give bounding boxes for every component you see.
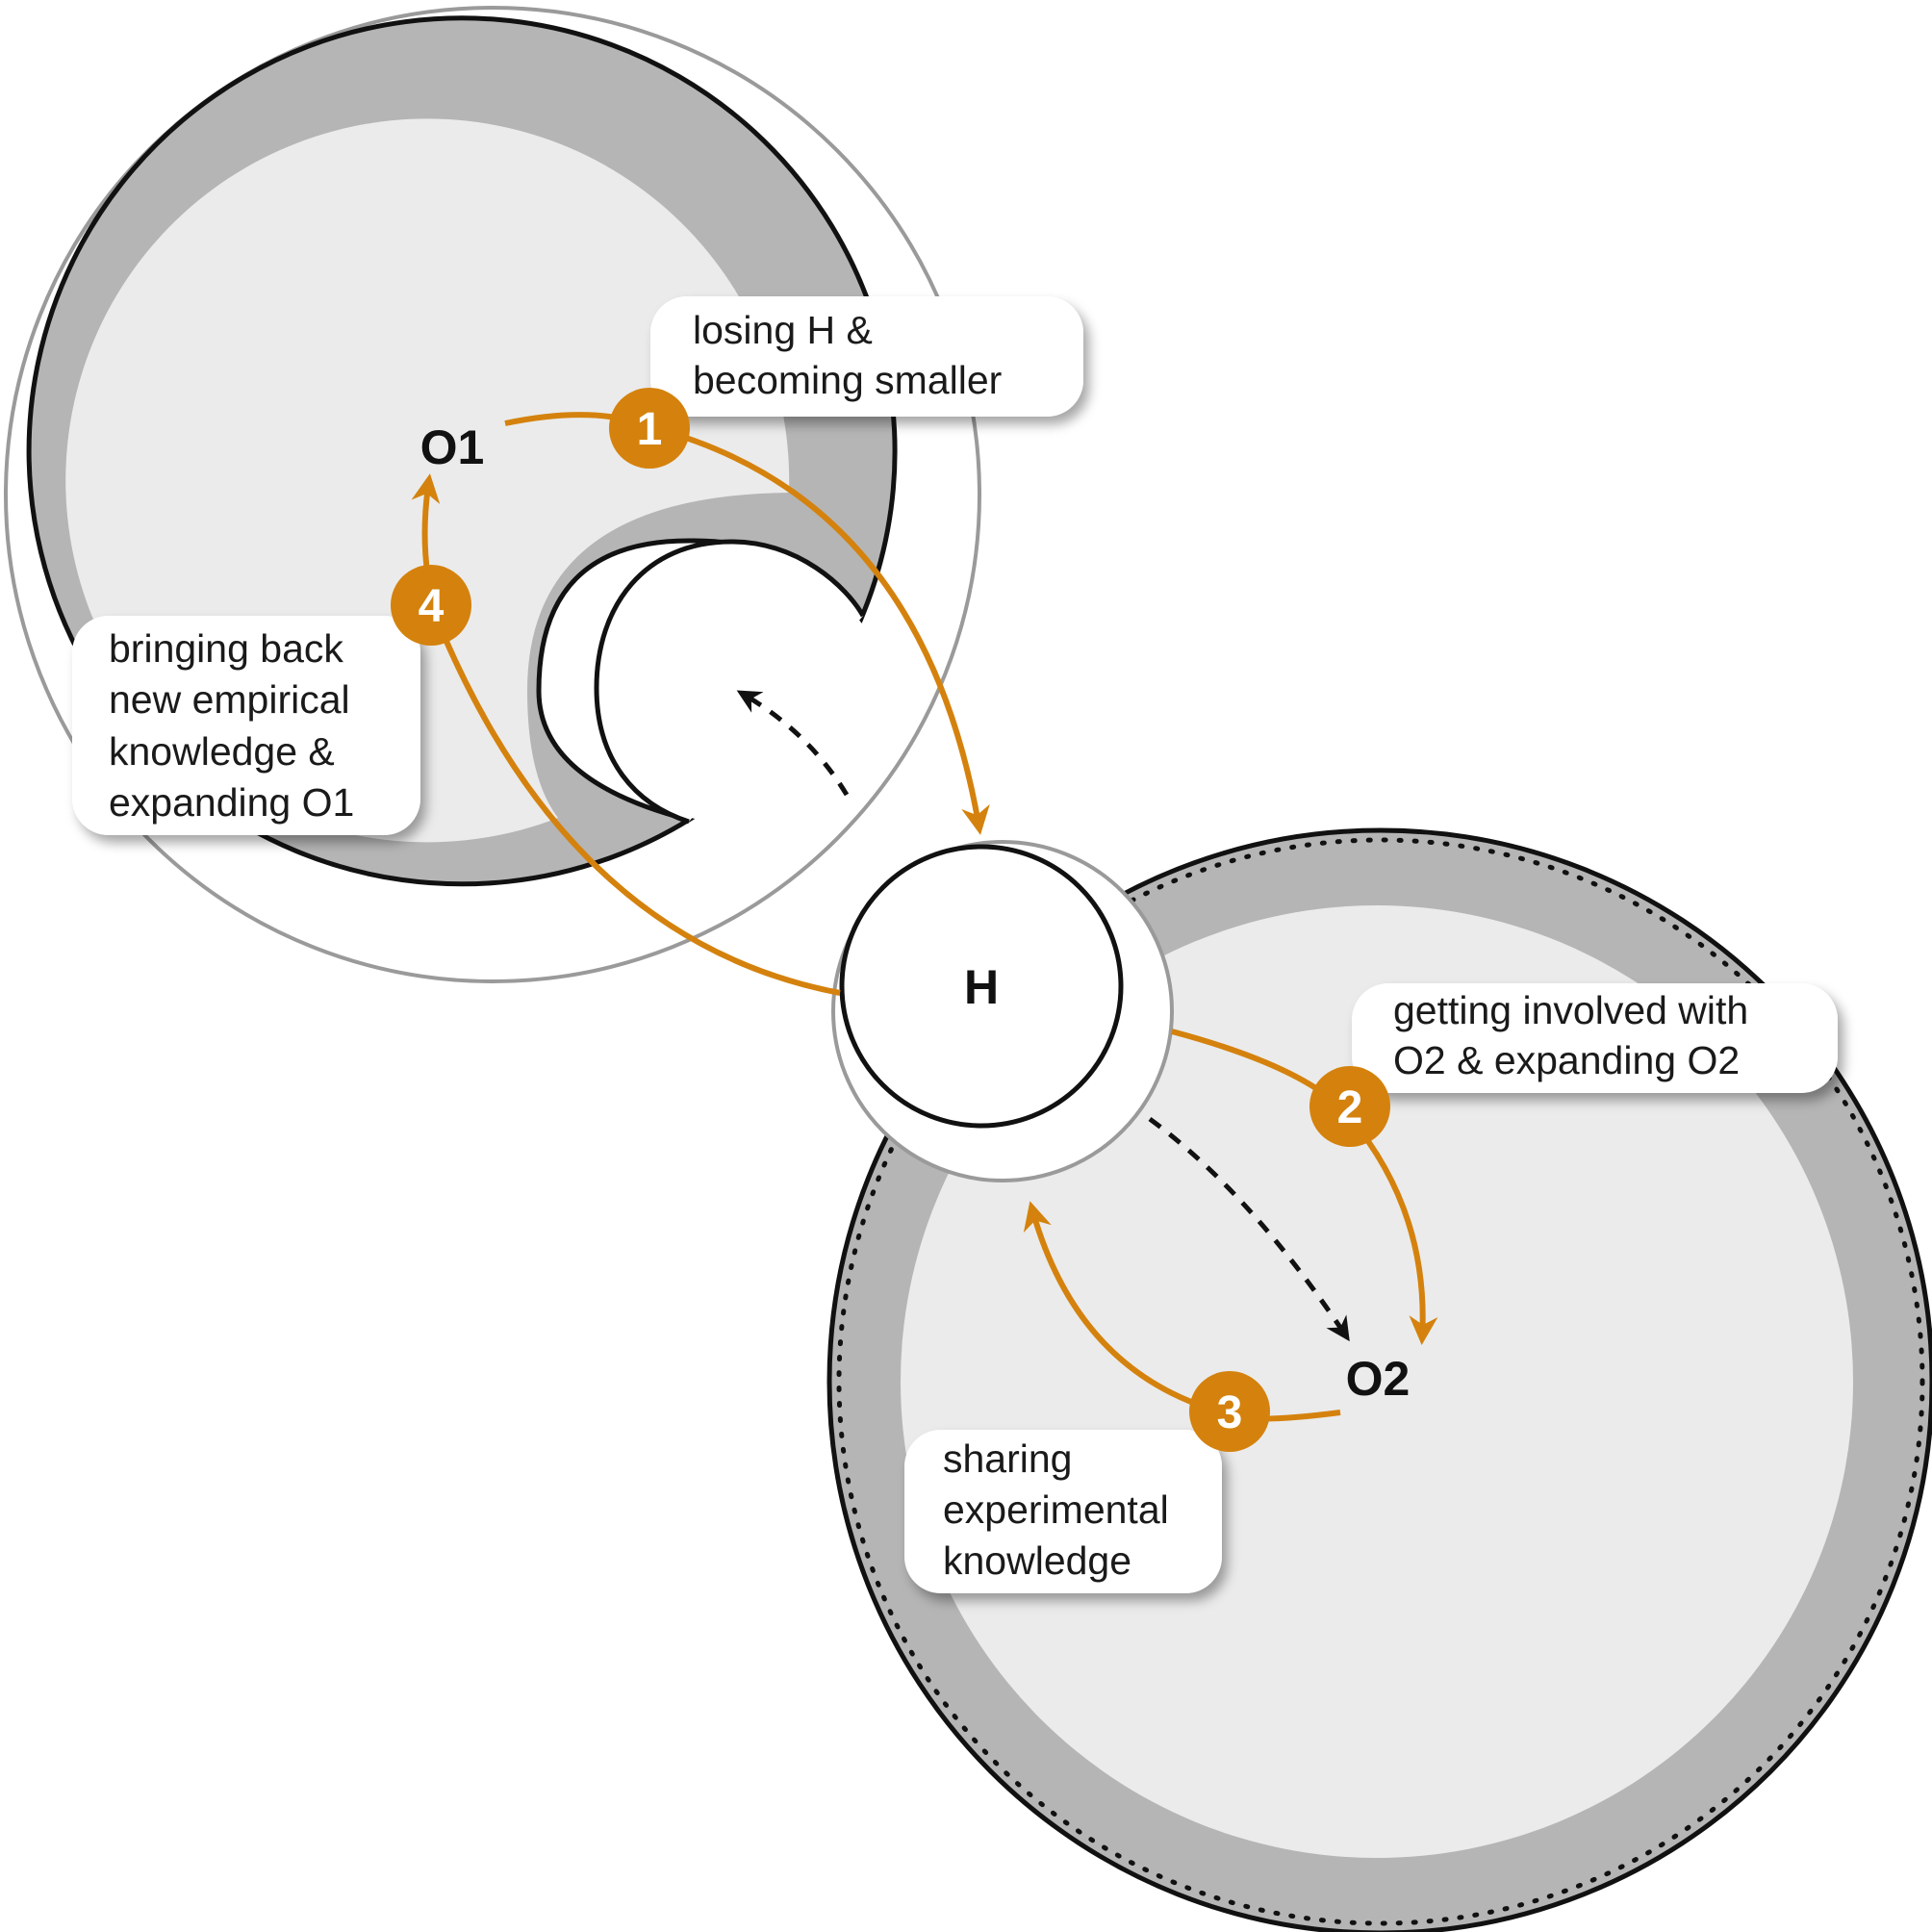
o1-label: O1 [420,420,485,474]
step-1-box: losing H & becoming smaller [650,296,1083,417]
o2-label: O2 [1346,1352,1411,1406]
o1-ghost-circle [4,6,981,983]
step-4-text-line-4: expanding O1 [109,780,354,825]
step-2-badge-circle [1309,1066,1390,1147]
step-2-text-line-2: O2 & expanding O2 [1393,1038,1740,1082]
step-2-number: 2 [1337,1082,1363,1133]
step-4-text-line-3: knowledge & [109,729,335,774]
dashed-arrow-to-o2 [1148,1116,1350,1342]
step-4-badge: 4 [391,565,471,646]
step-1-text-line-1: losing H & [693,308,873,352]
step-2-box-bg [1352,983,1838,1093]
o1-notch [594,539,866,825]
step-2-badge: 2 [1309,1066,1390,1147]
arrow-step-4 [411,473,841,996]
h-label: H [964,960,999,1014]
step-4-number: 4 [419,581,445,632]
o2-dotted-boundary [836,837,1925,1926]
step-3-badge: 3 [1189,1371,1270,1452]
step-4-badge-circle [391,565,471,646]
step-3-text-line-3: knowledge [943,1538,1131,1583]
arrow-step-3 [1023,1201,1341,1422]
step-4-box-bg [72,616,420,835]
step-2-text-line-1: getting involved with [1393,988,1748,1032]
step-1-number: 1 [637,404,663,455]
step-1-text-line-2: becoming smaller [693,358,1002,402]
step-3-box-bg [904,1430,1222,1593]
step-1-box-bg [650,296,1083,417]
h-node [831,840,1174,1182]
step-2-box: getting involved with O2 & expanding O2 [1352,983,1838,1093]
step-3-badge-circle [1189,1371,1270,1452]
step-1-badge: 1 [609,388,690,469]
arrow-step-1 [504,412,990,835]
step-4-text-line-1: bringing back [109,626,343,671]
step-1-badge-circle [609,388,690,469]
h-circle [839,844,1124,1129]
step-3-text-line-2: experimental [943,1487,1169,1532]
o2-inner-fill [901,905,1853,1858]
step-4-text-line-2: new empirical [109,677,350,722]
o1-region [4,6,981,983]
step-3-text-line-1: sharing [943,1436,1072,1481]
step-3-number: 3 [1217,1387,1243,1438]
dashed-arrow-to-o1 [736,690,850,797]
step-4-box: bringing back new empirical knowledge & … [72,616,420,835]
step-3-box: sharing experimental knowledge [904,1430,1222,1593]
